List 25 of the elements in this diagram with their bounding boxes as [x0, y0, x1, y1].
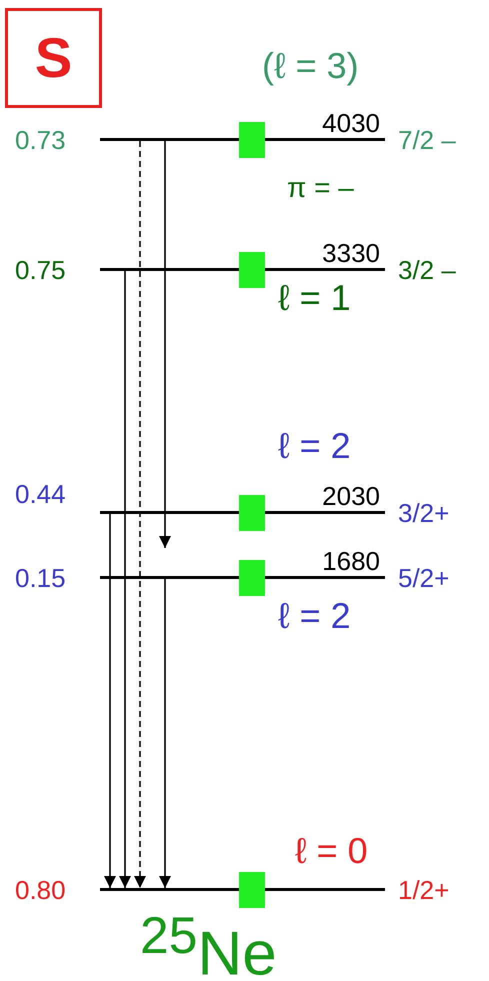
orbital-momentum-label: ℓ = 2 [278, 430, 351, 462]
spin-parity: 7/2 – [398, 124, 456, 156]
nucleus-label: $^{25}$Ne [140, 905, 277, 981]
parity-label: π = – [287, 172, 354, 204]
spin-parity: 3/2+ [398, 497, 450, 529]
spin-parity: 5/2+ [398, 562, 450, 594]
orbital-momentum-label: ℓ = 1 [278, 282, 351, 314]
energy-value: 4030 [322, 110, 380, 136]
energy-value: 1680 [322, 548, 380, 574]
orbital-momentum-label: ℓ = 0 [295, 835, 368, 867]
spectroscopic-factor: 0.80 [15, 874, 66, 906]
transition-arrow [159, 141, 171, 548]
energy-value: 2030 [322, 483, 380, 509]
transition-arrow [134, 141, 146, 888]
spectroscopic-factor: 0.44 [15, 478, 66, 510]
spectroscopic-factor: 0.15 [15, 562, 66, 594]
orbital-momentum-label: ℓ = 2 [278, 600, 351, 632]
energy-level-line [100, 888, 385, 891]
energy-value: 3330 [322, 240, 380, 266]
spin-parity: 3/2 – [398, 254, 456, 286]
spectroscopic-factor: 0.73 [15, 124, 66, 156]
transition-arrow [159, 579, 171, 888]
spin-parity: 1/2+ [398, 874, 450, 906]
label-box: S [5, 8, 102, 108]
spectroscopic-factor: 0.75 [15, 254, 66, 286]
